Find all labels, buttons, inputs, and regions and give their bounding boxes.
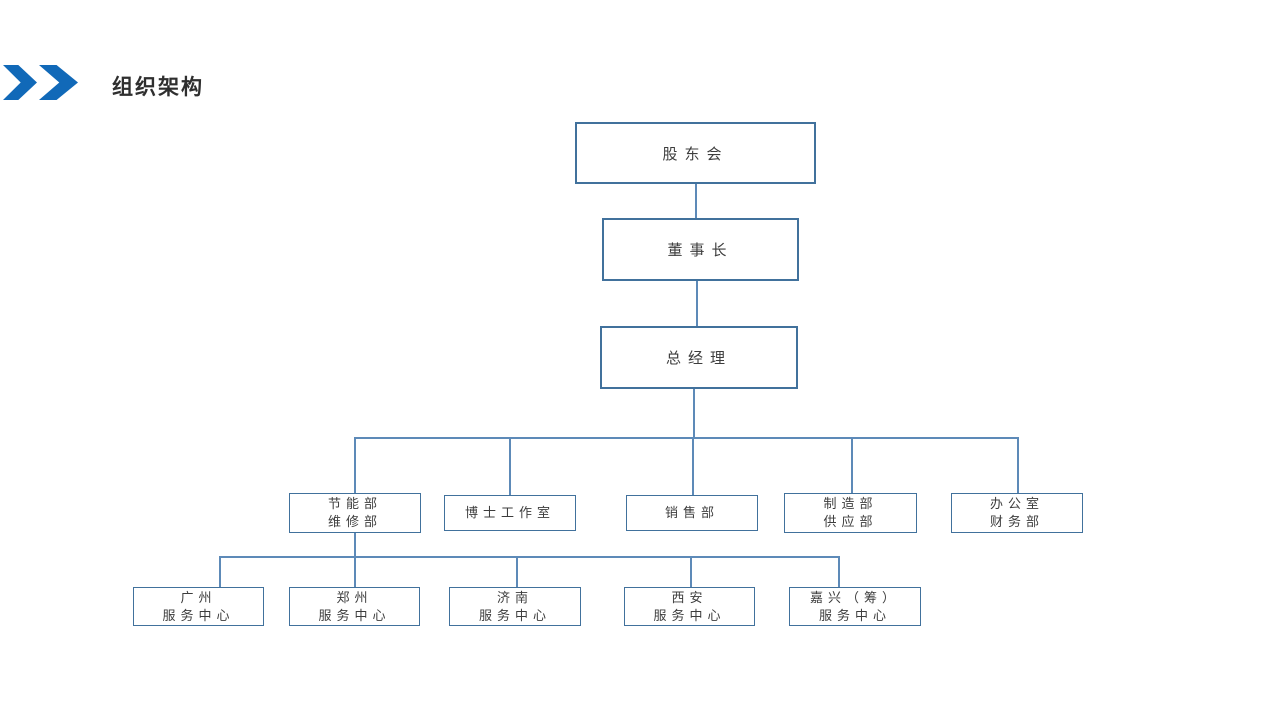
node-label: 广州	[180, 589, 217, 605]
node-label: 董事长	[667, 242, 734, 259]
node-chairman: 董事长	[602, 218, 799, 281]
node-dept-manufacturing-supply: 制造部 供应部	[784, 493, 917, 533]
node-label: 服务中心	[478, 607, 551, 623]
node-label: 供应部	[823, 514, 878, 529]
node-label: 服务中心	[162, 607, 235, 623]
node-dept-sales: 销售部	[626, 495, 758, 531]
node-label: 嘉兴（筹）	[809, 589, 900, 605]
node-service-center-jiaxing: 嘉兴（筹） 服务中心	[789, 587, 921, 626]
node-label: 服务中心	[318, 607, 391, 623]
node-label: 办公室	[989, 496, 1044, 511]
connector-line	[509, 437, 511, 495]
connector-line	[693, 389, 695, 437]
node-label: 博士工作室	[464, 505, 555, 520]
node-general-manager: 总经理	[600, 326, 798, 389]
node-label: 郑州	[336, 589, 373, 605]
node-label: 股东会	[662, 145, 729, 163]
connector-line	[1017, 437, 1019, 493]
node-label: 财务部	[989, 514, 1044, 529]
node-label: 节能部	[327, 496, 382, 511]
node-label: 服务中心	[818, 607, 891, 623]
node-shareholders-meeting: 股东会	[575, 122, 816, 184]
connector-line	[696, 281, 698, 326]
node-label: 济南	[496, 589, 533, 605]
node-label: 西安	[671, 589, 708, 605]
node-label: 总经理	[665, 350, 732, 367]
node-label: 销售部	[664, 505, 719, 520]
connector-line	[354, 533, 356, 587]
connector-line	[219, 556, 221, 587]
connector-line	[219, 556, 838, 558]
chevron-right-icon	[39, 65, 78, 100]
node-service-center-zhengzhou: 郑州 服务中心	[289, 587, 420, 626]
node-dept-doctor-studio: 博士工作室	[444, 495, 576, 531]
connector-line	[354, 437, 1018, 439]
chevron-right-icon	[3, 65, 37, 100]
connector-line	[690, 556, 692, 587]
node-service-center-jinan: 济南 服务中心	[449, 587, 581, 626]
node-label: 维修部	[327, 514, 382, 529]
node-service-center-xian: 西安 服务中心	[624, 587, 755, 626]
page-title: 组织架构	[112, 76, 204, 99]
connector-line	[851, 437, 853, 493]
connector-line	[695, 184, 697, 218]
connector-line	[516, 556, 518, 587]
node-service-center-guangzhou: 广州 服务中心	[133, 587, 264, 626]
node-dept-office-finance: 办公室 财务部	[951, 493, 1083, 533]
connector-line	[354, 437, 356, 493]
node-label: 制造部	[823, 496, 878, 511]
connector-line	[692, 437, 694, 495]
connector-line	[838, 556, 840, 587]
node-dept-energy-maintenance: 节能部 维修部	[289, 493, 421, 533]
node-label: 服务中心	[653, 607, 726, 623]
